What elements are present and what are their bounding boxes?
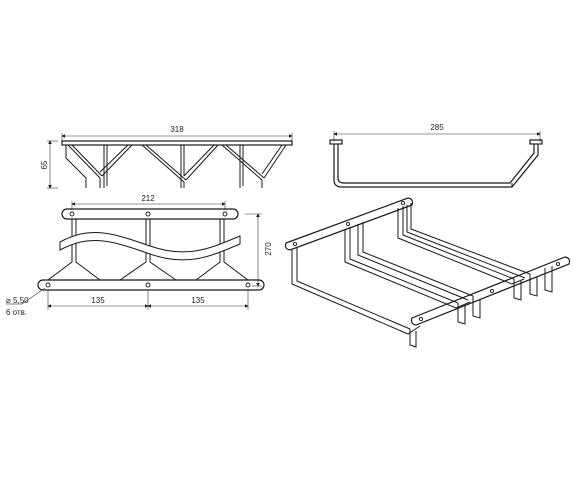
dimension-top-spacing-label: 212 — [141, 194, 155, 203]
hole-3 — [222, 211, 228, 217]
top-view: 212 270 — [6, 194, 273, 317]
hole-2 — [145, 211, 151, 217]
hole-6 — [245, 282, 251, 288]
front-v-legs — [65, 144, 287, 188]
dimension-top-depth-label: 270 — [264, 242, 273, 256]
break-line — [59, 231, 241, 261]
hole-diameter-label: ⌀ 5,50 — [6, 296, 29, 305]
hole-5 — [145, 282, 151, 288]
dimension-bottom-spacing: 135 135 — [47, 290, 249, 310]
side-view: 285 — [329, 123, 543, 188]
side-left-tab — [329, 139, 343, 145]
isometric-view — [284, 197, 571, 348]
side-right-tab — [529, 139, 543, 145]
dimension-bottom-left-label: 135 — [91, 296, 105, 305]
dimension-front-width: 318 — [61, 125, 293, 143]
side-rail-outline — [333, 144, 539, 188]
iso-rails — [291, 203, 553, 348]
front-view: 318 65 — [40, 125, 293, 189]
dimension-side-width: 285 — [333, 123, 541, 142]
dimension-top-spacing: 212 — [71, 194, 226, 210]
hole-count-label: 6 отв. — [6, 308, 27, 317]
dimension-bottom-right-label: 135 — [191, 296, 205, 305]
dimension-front-height: 65 — [40, 140, 58, 189]
dimension-front-height-label: 65 — [40, 160, 49, 169]
hole-4 — [45, 282, 51, 288]
dimension-side-width-label: 285 — [430, 123, 444, 132]
hole-callout: ⌀ 5,50 6 отв. — [6, 287, 46, 317]
hole-1 — [69, 211, 75, 217]
dimension-front-width-label: 318 — [170, 125, 184, 134]
iso-front-bar — [410, 256, 571, 326]
iso-back-bar — [284, 197, 414, 251]
dimension-top-depth: 270 — [245, 213, 273, 287]
front-top-bar — [61, 140, 293, 146]
top-long-bar — [37, 279, 265, 291]
